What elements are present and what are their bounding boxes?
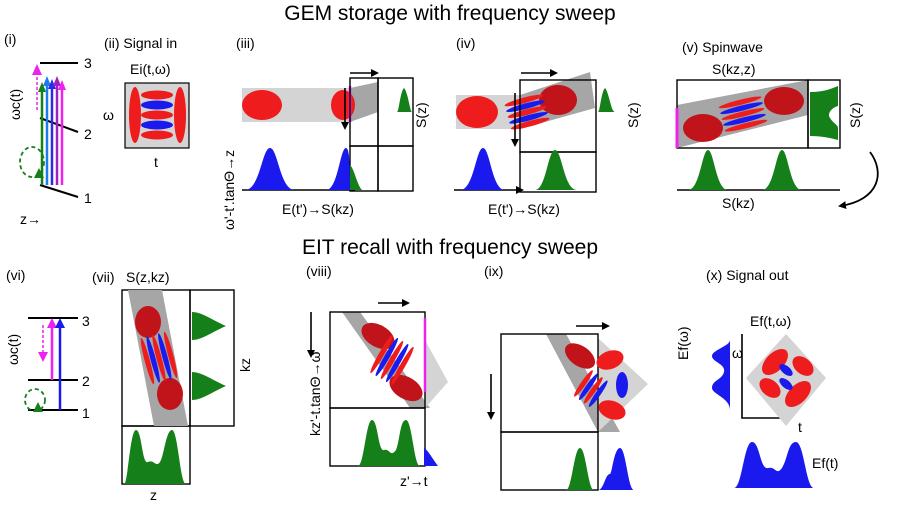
zt-label: z'→t bbox=[400, 473, 428, 489]
omega-label-x: ω bbox=[732, 345, 743, 361]
z-arrow-label: z→ bbox=[20, 211, 41, 227]
kz-label: kz bbox=[237, 358, 253, 372]
panel-vi: (vi) 3 2 1 ωc(t) bbox=[5, 267, 90, 421]
panel-ii: (ii) Signal in Ei(t,ω) ω t bbox=[103, 35, 190, 170]
ef-t-label: Ef(t) bbox=[812, 455, 838, 471]
level-3-label-vi: 3 bbox=[82, 313, 90, 329]
e-to-s-label-iii: E(t')→S(kz) bbox=[282, 201, 354, 217]
spinwave-label: S(kz,z) bbox=[712, 61, 756, 77]
t-label-x: t bbox=[798, 419, 802, 435]
sz-label-iii: S(z) bbox=[413, 102, 429, 128]
panel-iii: (iii) ω'-t'.tanΘ→z S(z) E(t')→S(kz) bbox=[221, 35, 429, 230]
panel-v: (v) Spinwave S(kz,z) S(z) S(kz) bbox=[675, 39, 879, 211]
skz-label: S(kz) bbox=[722, 195, 755, 211]
kz-omega-axis-label: kz'-t.tanΘ→ω bbox=[307, 352, 323, 436]
panel-iv: (iv) S(z) E(t')→S(kz) bbox=[454, 35, 641, 217]
omega-z-axis-label: ω'-t'.tanΘ→z bbox=[221, 150, 237, 230]
ef-omega-label: Ef(ω) bbox=[675, 327, 691, 360]
level-1-label-vi: 1 bbox=[82, 405, 90, 421]
ef-t-omega-label: Ef(t,ω) bbox=[750, 313, 791, 329]
panel-ix-label: (ix) bbox=[484, 263, 503, 279]
title-gem-storage: GEM storage with frequency sweep bbox=[284, 2, 616, 25]
title-eit-recall: EIT recall with frequency sweep bbox=[302, 236, 598, 259]
sz-label-iv: S(z) bbox=[625, 102, 641, 128]
panel-iii-label: (iii) bbox=[236, 35, 255, 51]
panel-x-label: (x) Signal out bbox=[706, 267, 789, 283]
sz-label-v: S(z) bbox=[847, 102, 863, 128]
panel-ix: (ix) bbox=[484, 263, 648, 491]
panel-vii-label: (vii) bbox=[92, 269, 115, 285]
level-2-label-vi: 2 bbox=[82, 373, 90, 389]
level-1-label: 1 bbox=[84, 190, 92, 206]
panel-ii-label: (ii) Signal in bbox=[104, 35, 177, 51]
omega-label-ii: ω bbox=[103, 107, 114, 123]
panel-i: (i) 3 2 1 ωc(t) z→ bbox=[4, 31, 92, 227]
panel-x: (x) Signal out Ef(ω) Ef(t,ω) ω t Ef(t) bbox=[675, 267, 838, 488]
panel-viii-label: (viii) bbox=[306, 263, 332, 279]
panel-vi-label: (vi) bbox=[6, 267, 25, 283]
omega-c-label: ωc(t) bbox=[7, 89, 23, 120]
omega-c-label-vi: ωc(t) bbox=[5, 334, 21, 365]
szkz-label: S(z,kz) bbox=[126, 269, 170, 285]
level-2-label: 2 bbox=[84, 126, 92, 142]
panel-i-label: (i) bbox=[4, 31, 16, 47]
level-3-label: 3 bbox=[84, 55, 92, 71]
panel-viii: (viii) kz'-t.tanΘ→ω z'→t bbox=[306, 263, 448, 489]
panel-v-label: (v) Spinwave bbox=[682, 39, 763, 55]
z-label-vii: z bbox=[150, 487, 157, 503]
panel-iv-label: (iv) bbox=[456, 35, 475, 51]
panel-vii: (vii) S(z,kz) kz z bbox=[92, 269, 253, 503]
ei-label: Ei(t,ω) bbox=[130, 61, 170, 77]
e-to-s-label-iv: E(t')→S(kz) bbox=[488, 201, 560, 217]
t-label-ii: t bbox=[154, 154, 158, 170]
